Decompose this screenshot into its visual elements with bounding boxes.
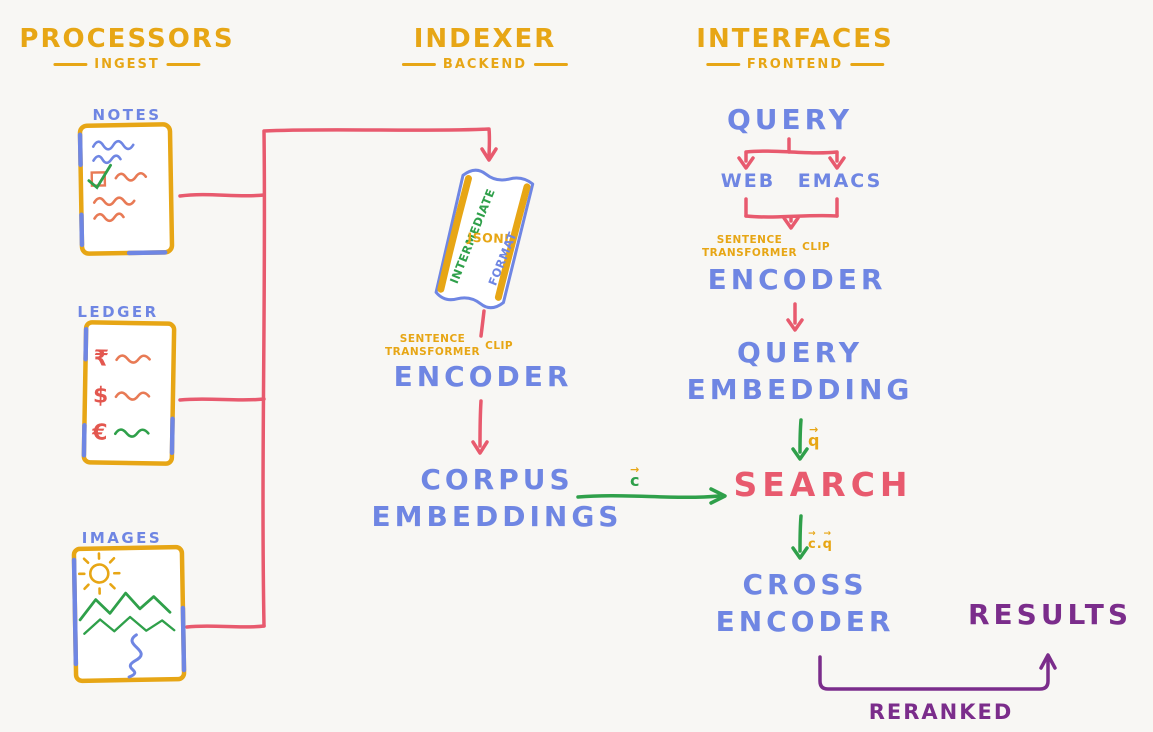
column-header-interfaces: INTERFACES FRONTEND — [696, 24, 893, 72]
currency-dollar: $ — [93, 383, 109, 408]
sentence-transformer-block-indexer: SENTENCE TRANSFORMER CLIP — [385, 333, 513, 359]
river-glyph — [127, 633, 143, 679]
encoder-label-indexer: ENCODER — [393, 360, 573, 393]
column-header-processors: PROCESSORS INGEST — [19, 24, 234, 72]
sun-glyph — [77, 552, 121, 595]
ledger-icon: ₹ $ € — [81, 320, 177, 466]
web-label: WEB — [720, 170, 776, 192]
transformer-label: TRANSFORMER — [385, 346, 481, 358]
notes-icon — [77, 122, 175, 256]
indexer-subtitle: BACKEND — [401, 57, 569, 72]
cross-encoder-label: CROSS ENCODER — [715, 568, 895, 638]
purple-connector — [818, 653, 1057, 691]
images-icon — [71, 544, 187, 684]
dash-line — [705, 63, 740, 66]
vector-arrow-icon: → — [808, 529, 816, 539]
edge-label-dot-product: → c . → q — [808, 529, 832, 553]
ledger-label: LEDGER — [77, 303, 159, 321]
mountains-glyph — [78, 591, 172, 622]
mountains-glyph — [83, 615, 176, 635]
dash-line — [53, 63, 88, 66]
processors-subtitle: INGEST — [53, 57, 201, 72]
checkmark-glyph — [87, 163, 112, 190]
indexer-title: INDEXER — [413, 24, 557, 54]
sentence-label: SENTENCE — [716, 234, 783, 246]
vector-arrow-icon: → — [630, 463, 640, 476]
query-embedding-label: QUERY EMBEDDING — [686, 336, 914, 406]
clip-label: CLIP — [802, 241, 831, 253]
sentence-label: SENTENCE — [399, 333, 466, 345]
transformer-label: TRANSFORMER — [702, 247, 798, 259]
dash-line — [401, 63, 436, 66]
dash-line — [534, 63, 569, 66]
currency-euro: € — [91, 420, 108, 445]
encoder-label-interfaces: ENCODER — [707, 263, 887, 296]
edge-label-query-vector: → q — [808, 423, 820, 450]
images-label: IMAGES — [81, 529, 163, 547]
dash-line — [166, 63, 201, 66]
dash-line — [850, 63, 885, 66]
interfaces-title: INTERFACES — [696, 24, 894, 54]
interfaces-subtitle: FRONTEND — [705, 57, 885, 72]
processors-title: PROCESSORS — [19, 24, 235, 54]
corpus-embeddings-label: CORPUS EMBEDDINGS — [371, 463, 623, 533]
currency-rupee: ₹ — [93, 346, 109, 371]
column-header-indexer: INDEXER BACKEND — [401, 24, 569, 72]
notes-label: NOTES — [92, 106, 162, 124]
vector-arrow-icon: → — [809, 423, 819, 436]
reranked-label: RERANKED — [868, 700, 1014, 724]
query-label: QUERY — [727, 103, 853, 136]
emacs-label: EMACS — [797, 170, 883, 192]
vector-arrow-icon: → — [823, 529, 832, 539]
green-connectors — [576, 418, 809, 560]
clip-label: CLIP — [485, 340, 514, 352]
scroll-center-text: JSONL — [466, 230, 513, 247]
search-label: SEARCH — [733, 465, 913, 504]
red-connectors — [178, 127, 846, 629]
sentence-transformer-block-interfaces: SENTENCE TRANSFORMER CLIP — [702, 234, 830, 260]
edge-label-corpus-vector: → c — [630, 463, 640, 490]
jsonl-scroll-icon: INTERMEDIATE JSONL FORMAT — [434, 168, 535, 310]
results-label: RESULTS — [967, 598, 1133, 631]
